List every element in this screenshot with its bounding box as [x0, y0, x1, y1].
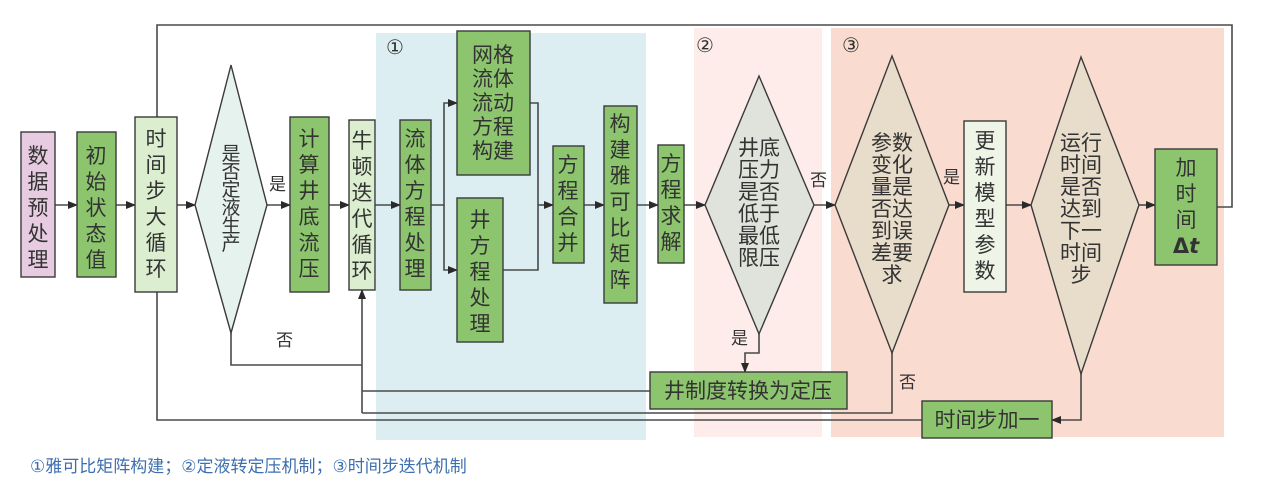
node-time-step-plus: 时间步加一: [921, 400, 1053, 439]
panel-label-3: ③: [842, 33, 860, 57]
node-text: 流体方程处理: [405, 127, 426, 281]
node-text: 运行时间是否达到下一时间步: [1060, 131, 1102, 287]
node-time-loop: 时间步大循环: [134, 116, 178, 293]
edge-label-no-bhp: 否: [810, 171, 827, 191]
edge-label-yes-fixed-liquid: 是: [269, 175, 286, 195]
node-text: 初始状态值: [86, 144, 107, 272]
edge-label-no-fixed-liquid: 否: [276, 331, 293, 351]
node-text: 更新模型参数: [975, 129, 996, 283]
node-text: 网格流体流动方程构建: [472, 43, 514, 163]
node-text: 井方程处理: [470, 208, 491, 336]
figure-caption: ①雅可比矩阵构建；②定液转定压机制；③时间步迭代机制: [30, 457, 467, 477]
node-text: 方程合并: [558, 153, 579, 255]
node-merge-eq: 方程合并: [552, 145, 585, 264]
node-text: 构建雅可比矩阵: [610, 112, 631, 292]
edge-label-no-converge: 否: [899, 373, 916, 393]
decision-fixed-liquid: 是否定液生产: [194, 64, 268, 336]
node-text: 是否定液生产: [221, 143, 240, 255]
node-text: 牛顿迭代循环: [352, 129, 373, 283]
edge-label-yes-bhp: 是: [731, 329, 748, 349]
decision-bhp-check: 井底压力是否低于最低限压: [704, 74, 815, 336]
node-initial-state: 初始状态值: [76, 131, 117, 278]
node-text: 井制度转换为定压: [664, 379, 832, 403]
panel-label-2: ②: [696, 33, 714, 57]
node-text: 方程求解: [661, 152, 682, 254]
node-fluid-eq: 流体方程处理: [399, 119, 432, 291]
edge-label-yes-converge: 是: [943, 168, 960, 188]
node-text: 井底压力是否低于最低限压: [738, 136, 780, 270]
panel-jacobian-strip: [376, 432, 646, 440]
node-text: 时间步加一: [935, 408, 1040, 432]
node-text: 计算井底流压: [299, 127, 320, 281]
node-text: 加时间: [1176, 156, 1197, 232]
decision-time-check: 运行时间是否达到下一时间步: [1030, 54, 1140, 377]
node-well-eq: 井方程处理: [456, 197, 504, 343]
node-update-params: 更新模型参数: [963, 120, 1007, 293]
node-preprocess: 数据预处理: [20, 131, 56, 278]
delta-t-label: Δt: [1173, 234, 1200, 258]
node-text: 数据预处理: [28, 144, 49, 272]
connectors: [55, 24, 1233, 424]
node-add-dt: 加时间 Δt: [1154, 148, 1218, 266]
node-newton-loop: 牛顿迭代循环: [348, 119, 376, 291]
node-switch-to-pressure: 井制度转换为定压: [649, 371, 848, 410]
decision-converge-check: 参数变化量是否达到误差要求: [834, 54, 950, 355]
panel-label-1: ①: [386, 35, 404, 59]
node-text: 时间步大循环: [146, 127, 167, 281]
node-text: 参数变化量是否达到误差要求: [871, 131, 913, 287]
node-calc-bhp: 计算井底流压: [289, 116, 330, 293]
node-solve-eq: 方程求解: [657, 144, 685, 264]
node-grid-flow-eq: 网格流体流动方程构建: [456, 30, 531, 176]
node-build-jacobian: 构建雅可比矩阵: [603, 105, 638, 304]
